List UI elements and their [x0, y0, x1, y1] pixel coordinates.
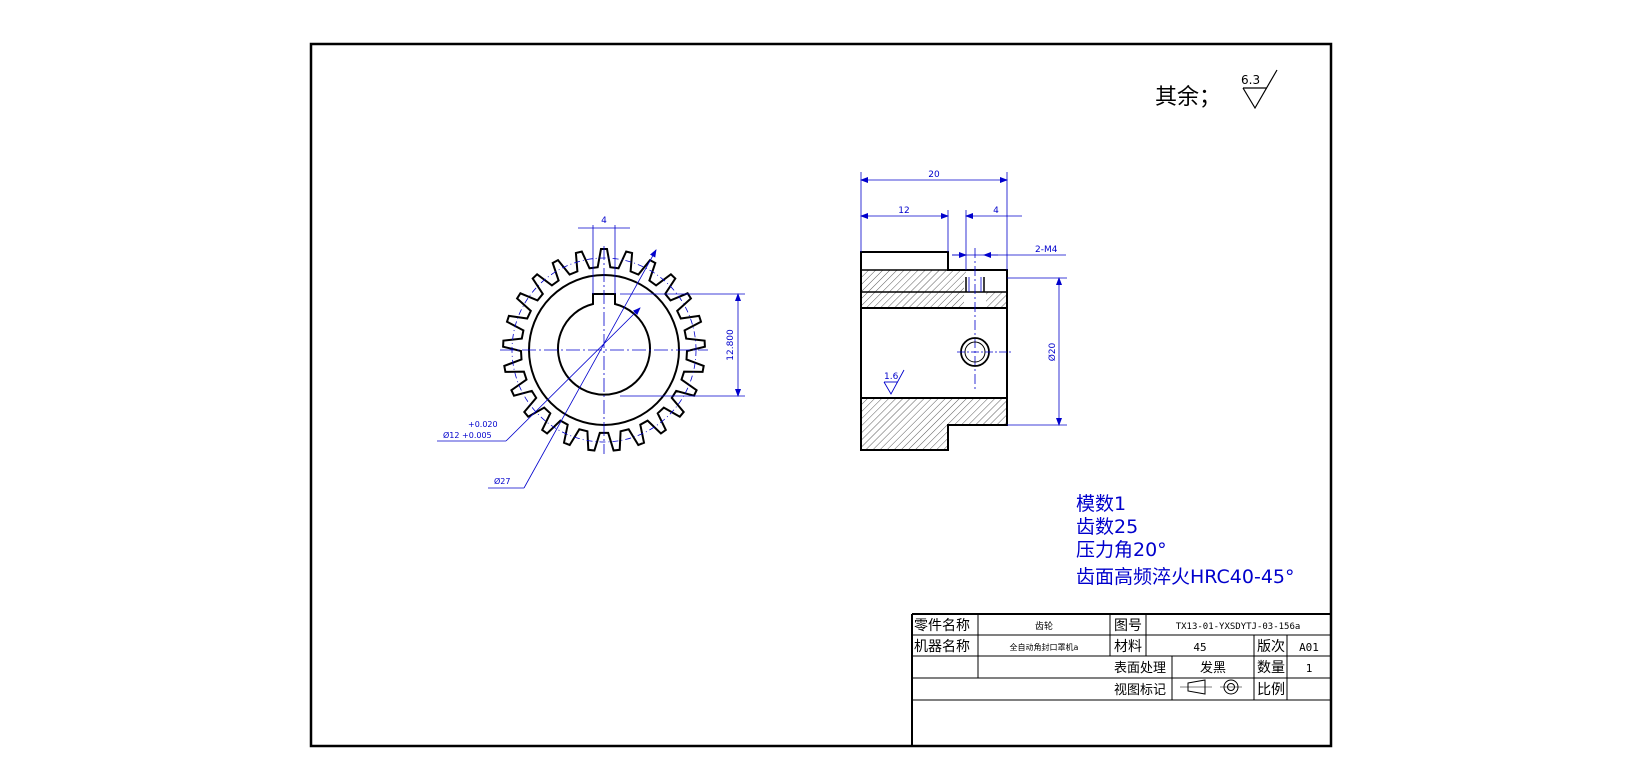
machine-name-label: 机器名称	[914, 639, 970, 655]
surface-treatment-label: 表面处理	[1114, 661, 1166, 676]
side-section-view: 20 12 4 2-M4 Ø20 1.6	[860, 170, 1067, 451]
material-value: 45	[1193, 641, 1206, 654]
part-name-label: 零件名称	[914, 618, 970, 634]
hole-offset-dim: 4	[993, 206, 999, 216]
bore-with-keyway	[557, 293, 651, 396]
roughness-symbol-icon	[1242, 69, 1278, 110]
note-pressure-angle: 压力角20°	[1076, 539, 1167, 561]
general-roughness-note: 其余； 6.3	[1155, 69, 1278, 110]
projection-symbol-icon	[1180, 679, 1242, 695]
machine-name-value: 全自动角封口罩机a	[1010, 642, 1079, 652]
bore-roughness-symbol-icon	[883, 369, 905, 395]
front-view: 4 12.800 +0.020 Ø12 +0.005 Ø27	[437, 216, 745, 489]
key-height-dim: 12.800	[726, 329, 736, 361]
scale-label: 比例	[1257, 682, 1285, 698]
bore-dia-leader	[505, 307, 641, 442]
projection-cone-icon	[1187, 679, 1206, 695]
drawing-no-value: TX13-01-YXSDYTJ-03-156a	[1176, 622, 1301, 632]
drawing-border	[309, 42, 1333, 748]
thread-callout: 2-M4	[1035, 245, 1058, 255]
keyway-width-dim: 4	[601, 216, 607, 226]
overall-width-dim: 20	[928, 170, 940, 180]
bore-tolerance-upper: +0.020	[468, 420, 498, 429]
note-hardening: 齿面高频淬火HRC40-45°	[1076, 566, 1295, 588]
roughness-value: 6.3	[1241, 73, 1260, 87]
title-block	[911, 613, 1331, 746]
technical-notes: 模数1 齿数25 压力角20° 齿面高频淬火HRC40-45°	[1076, 493, 1295, 588]
note-module: 模数1	[1076, 493, 1126, 515]
bore-roughness-value: 1.6	[884, 372, 899, 382]
outer-diameter-dim: Ø27	[494, 476, 510, 486]
note-teeth: 齿数25	[1076, 516, 1138, 538]
bore-diameter-dim: Ø12 +0.005	[443, 430, 492, 440]
revision-label: 版次	[1257, 639, 1285, 655]
side-diameter-dim: Ø20	[1047, 342, 1058, 361]
outer-dia-leader	[523, 249, 657, 489]
drawing-no-label: 图号	[1114, 618, 1142, 634]
revision-value: A01	[1299, 641, 1319, 654]
gear-tooth-profile	[502, 248, 706, 452]
hub-width-dim: 12	[898, 206, 909, 216]
roughness-prefix: 其余；	[1155, 85, 1221, 110]
bottom-section-hatch	[861, 398, 1007, 450]
quantity-label: 数量	[1257, 660, 1285, 676]
material-label: 材料	[1114, 639, 1142, 655]
surface-treatment-value: 发黑	[1200, 660, 1226, 676]
part-name-value: 齿轮	[1035, 620, 1053, 632]
view-mark-label: 视图标记	[1114, 683, 1166, 698]
quantity-value: 1	[1306, 662, 1313, 675]
title-block-text: 零件名称 齿轮 图号 TX13-01-YXSDYTJ-03-156a 机器名称 …	[914, 618, 1319, 698]
